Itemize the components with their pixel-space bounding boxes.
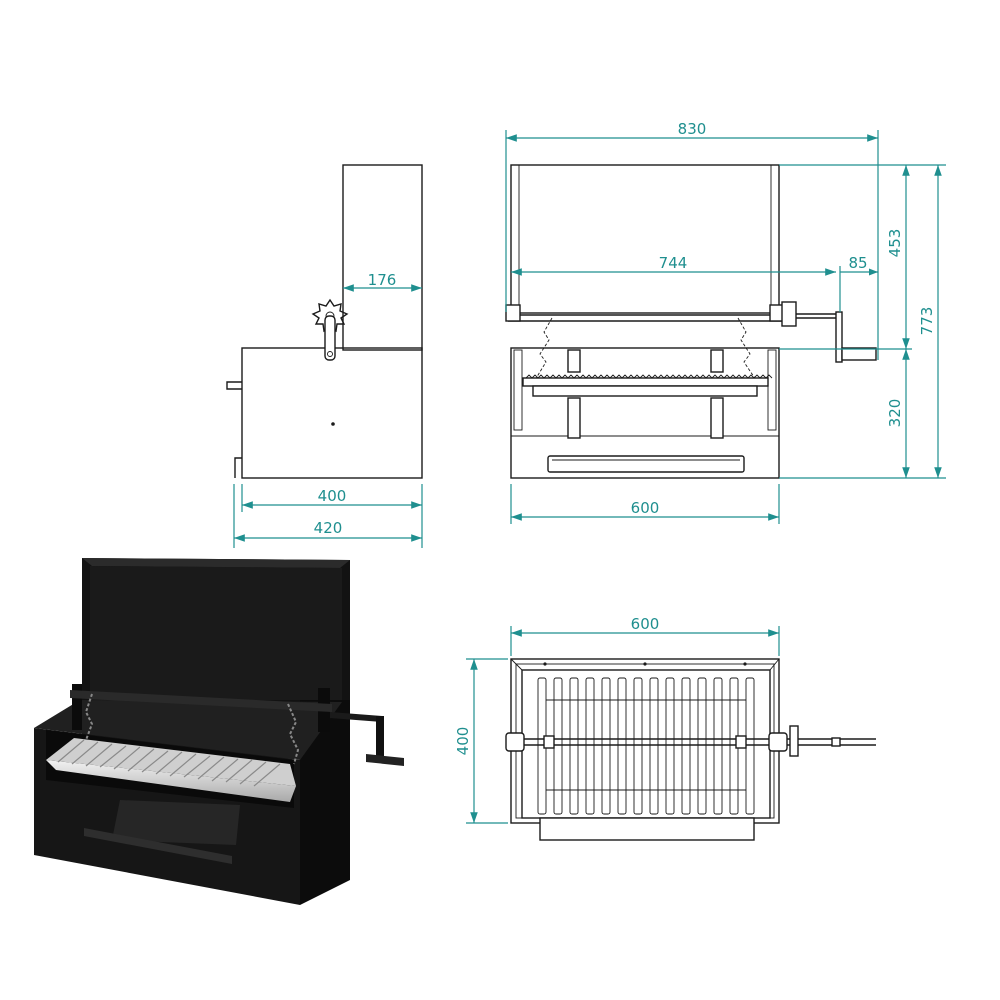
side-pivot-dot [331, 422, 335, 426]
dim-total-height-label: 773 [918, 307, 936, 336]
side-hood-panel [342, 164, 423, 351]
dim-inner-width-label: 744 [659, 254, 688, 272]
front-hood-panel [510, 164, 780, 314]
top-right-bracket [768, 732, 788, 752]
front-grill-grate [522, 377, 769, 387]
dim-side-inner-label: 400 [318, 487, 347, 505]
front-crank-handle [841, 347, 877, 361]
side-front-hook [226, 381, 242, 390]
side-front-foot [234, 457, 242, 478]
top-view: 600 400 [454, 615, 876, 841]
dim-top-width-label: 600 [631, 615, 660, 633]
front-ash-drawer-handle [547, 455, 745, 473]
front-left-chain [534, 317, 553, 381]
dim-body-height-label: 320 [886, 399, 904, 428]
dim-side-outer-label: 420 [314, 519, 343, 537]
dim-hood-height-label: 453 [886, 229, 904, 258]
dim-body-width-label: 600 [631, 499, 660, 517]
top-crank-arm [789, 725, 799, 757]
top-ash-drawer [539, 817, 755, 841]
dim-crank-offset-label: 85 [848, 254, 867, 272]
dim-top-depth-label: 400 [454, 727, 472, 756]
front-crank-hub [781, 301, 797, 327]
side-crank-wheel-icon [311, 298, 349, 361]
bbq-grill-3d-render-icon [34, 558, 404, 905]
top-grill-bars [537, 677, 755, 815]
dim-hood-depth-label: 176 [368, 271, 397, 289]
front-crank-arm [835, 311, 843, 363]
front-right-chain [737, 317, 757, 381]
side-body-box [241, 347, 423, 479]
front-body-box [510, 347, 780, 479]
top-left-bracket [505, 732, 525, 752]
front-view: 830 744 85 600 453 320 773 [505, 120, 946, 524]
front-left-bracket [505, 304, 521, 322]
side-view: 176 400 420 [226, 164, 423, 548]
dim-total-width-label: 830 [678, 120, 707, 138]
